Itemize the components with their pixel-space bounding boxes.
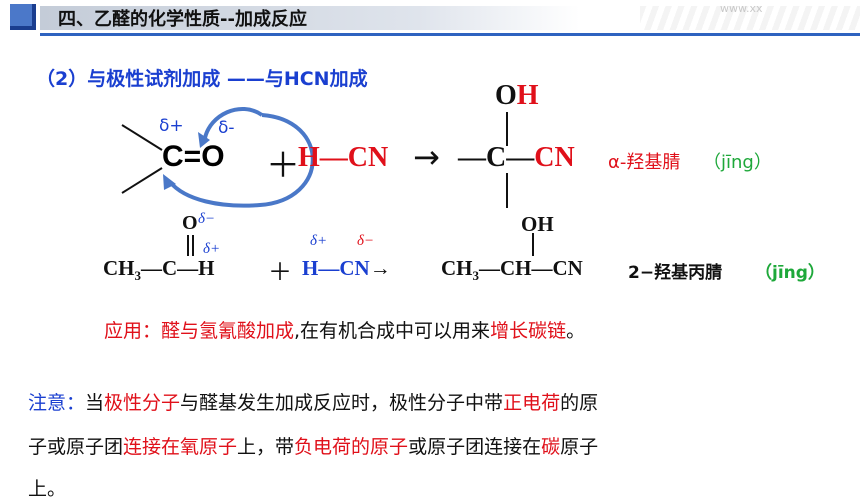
note-h2: 正电荷 bbox=[503, 392, 561, 414]
note-line-1: 注意：当极性分子与醛基发生加成反应时，极性分子中带正电荷的原 bbox=[28, 388, 598, 415]
product2-hydroxyl: OH bbox=[521, 212, 554, 236]
note-h5: 碳 bbox=[541, 436, 561, 458]
aldehyde-delta-minus: δ− bbox=[198, 211, 216, 227]
hcn2-delta-minus: δ− bbox=[357, 233, 375, 249]
hcn-cn: CN bbox=[347, 142, 389, 173]
section-subtitle: （2）与极性试剂加成 ——与HCN加成 bbox=[36, 68, 368, 90]
product-2-name: 2−羟基丙腈 bbox=[628, 263, 723, 283]
header-logo-square bbox=[10, 4, 36, 30]
methyl-bond-upper bbox=[121, 124, 163, 151]
header-stripes bbox=[640, 6, 860, 30]
product-1: —C—CN bbox=[458, 142, 575, 174]
reaction-arrow-1: → bbox=[413, 138, 440, 176]
application-end: 。 bbox=[566, 320, 586, 342]
product-hydroxyl-o: O bbox=[495, 80, 517, 111]
hcn-bond: — bbox=[319, 142, 348, 173]
product-carbon: C bbox=[486, 142, 507, 173]
plus-sign-1: ＋ bbox=[266, 146, 300, 186]
header-bar: 四、乙醛的化学性质--加成反应 www.xx bbox=[0, 0, 860, 37]
reaction-arrow-2: → bbox=[369, 256, 391, 280]
header-underline bbox=[40, 33, 860, 36]
product2-chgroup: CH bbox=[500, 256, 532, 280]
hcn-reactant-1: H—CN bbox=[298, 142, 388, 174]
note-t6: 或原子团连接在 bbox=[408, 436, 542, 458]
note-h3: 连接在氧原子 bbox=[123, 436, 238, 458]
carbonyl-oxygen: O bbox=[201, 140, 225, 173]
acetaldehyde-c: C bbox=[162, 256, 178, 280]
hcn2-delta-plus: δ+ bbox=[310, 233, 328, 249]
reaction2-drawing bbox=[187, 233, 534, 256]
hcn2-dash: — bbox=[318, 256, 340, 280]
note-t3: 的原 bbox=[560, 392, 599, 414]
product2-formula: CH3—CH—CN bbox=[441, 256, 583, 284]
note-line-3: 上。 bbox=[28, 478, 67, 500]
application-line: 应用：醛与氢氰酸加成,在有机合成中可以用来增长碳链。 bbox=[104, 316, 585, 343]
product-hydroxyl: OH bbox=[495, 80, 539, 112]
note-h4: 负电荷的原子 bbox=[294, 436, 409, 458]
header-band bbox=[40, 6, 580, 30]
product-right-bond: — bbox=[506, 142, 535, 173]
hcn-reactant-2: H—CN→ bbox=[302, 256, 391, 281]
header-watermark: www.xx bbox=[720, 2, 763, 15]
product-left-bond: — bbox=[458, 142, 486, 173]
page-title: 四、乙醛的化学性质--加成反应 bbox=[58, 9, 307, 30]
header-logo-inner-square bbox=[10, 4, 32, 26]
carbonyl-double-bond: = bbox=[183, 140, 202, 173]
application-label: 应用：醛与氢氰酸加成 bbox=[104, 320, 295, 342]
electron-arrow-upper bbox=[203, 107, 264, 139]
hcn2-h: H bbox=[302, 256, 319, 280]
application-middle: ,在有机合成中可以用来 bbox=[294, 320, 491, 342]
acetaldehyde-sub3: 3 bbox=[134, 268, 142, 284]
note-line-2: 子或原子团连接在氧原子上，带负电荷的原子或原子团连接在碳原子 bbox=[28, 432, 598, 459]
acetaldehyde-formula: CH3—C—H bbox=[103, 256, 215, 284]
reaction1-drawing bbox=[121, 107, 508, 208]
product-cn: CN bbox=[534, 142, 575, 173]
product2-cn: CN bbox=[552, 256, 583, 280]
product2-dash1: — bbox=[479, 256, 500, 280]
carbonyl-group: C=O bbox=[162, 140, 225, 174]
acetaldehyde-h: H bbox=[198, 256, 215, 280]
product2-dash2: — bbox=[531, 256, 553, 280]
product2-ch: CH bbox=[441, 256, 473, 280]
electron-arrow-lower bbox=[168, 113, 315, 208]
product-1-name: α-羟基腈 bbox=[608, 152, 681, 173]
note-t7: 原子 bbox=[560, 436, 599, 458]
note-label: 注意： bbox=[28, 392, 86, 414]
product-1-pinyin: （jīng） bbox=[703, 152, 772, 173]
product2-sub3: 3 bbox=[472, 268, 480, 284]
carbonyl-carbon: C bbox=[162, 140, 184, 173]
note-t1: 当 bbox=[85, 392, 105, 414]
electron-arrow-upper-head bbox=[198, 132, 210, 148]
note-h1: 极性分子 bbox=[104, 392, 181, 414]
plus-sign-2: ＋ bbox=[268, 258, 292, 286]
note-t4: 子或原子团 bbox=[28, 436, 124, 458]
delta-plus-c: δ+ bbox=[159, 116, 184, 136]
acetaldehyde-ch: CH bbox=[103, 256, 135, 280]
electron-arrow-lower-head bbox=[163, 174, 176, 190]
acetaldehyde-dash1: — bbox=[141, 256, 162, 280]
product-hydroxyl-h: H bbox=[516, 80, 539, 111]
hcn-h: H bbox=[298, 142, 320, 173]
note-t5: 上，带 bbox=[237, 436, 295, 458]
product-2-pinyin: （jīng） bbox=[755, 263, 825, 283]
delta-minus-o: δ- bbox=[218, 118, 235, 138]
methyl-bond-lower bbox=[121, 167, 163, 194]
application-highlight: 增长碳链 bbox=[490, 320, 567, 342]
note-t2: 与醛基发生加成反应时，极性分子中带 bbox=[180, 392, 504, 414]
acetaldehyde-dash2: — bbox=[177, 256, 199, 280]
aldehyde-delta-plus: δ+ bbox=[203, 241, 221, 257]
aldehyde-oxygen: O bbox=[182, 212, 198, 234]
hcn2-cn: CN bbox=[339, 256, 370, 280]
